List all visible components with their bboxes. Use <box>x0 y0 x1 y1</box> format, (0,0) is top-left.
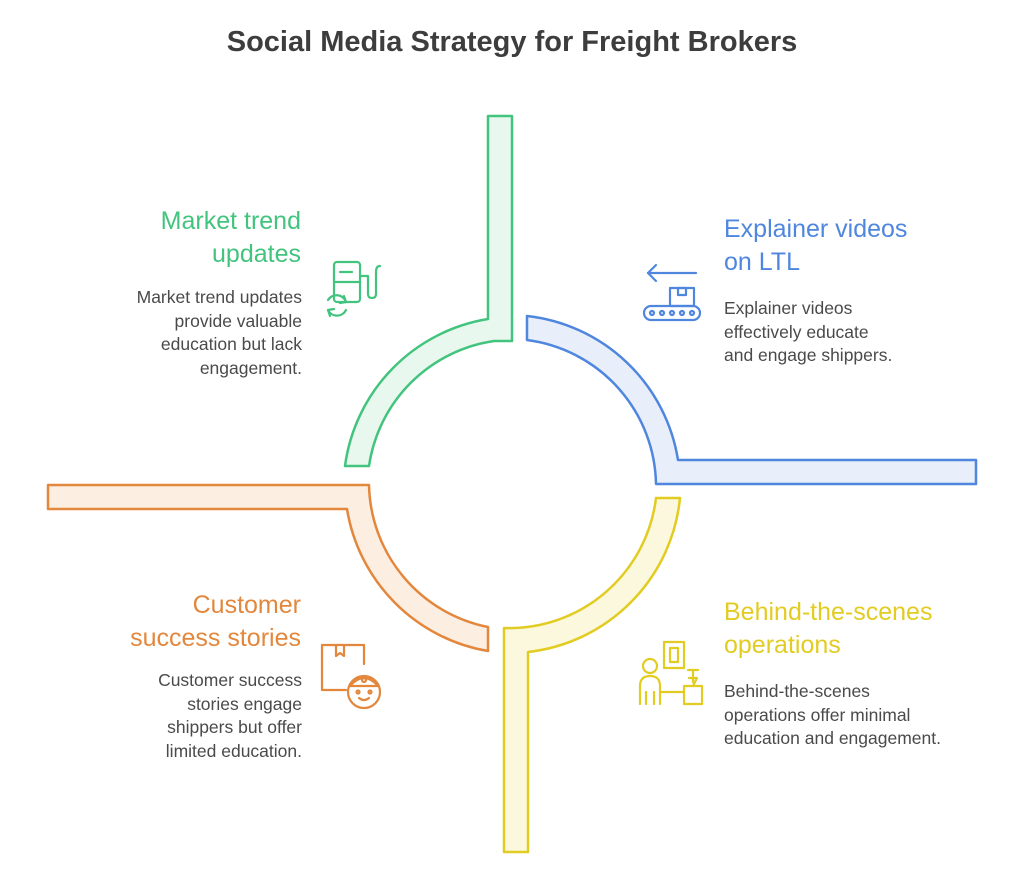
diagram-title: Social Media Strategy for Freight Broker… <box>226 26 798 58</box>
behind-the-scenes-shape <box>502 496 682 854</box>
market-trend-shape <box>343 114 514 468</box>
market-trend-description: Market trend updates provide valuable ed… <box>136 287 302 378</box>
worker-operations-icon <box>638 640 704 706</box>
customer-success-description: Customer success stories engage shippers… <box>158 670 302 761</box>
explainer-videos-shape <box>525 314 978 486</box>
fuel-pump-refresh-icon <box>326 260 382 318</box>
market-trend-heading: Market trend updates <box>160 207 301 268</box>
customer-success-shape <box>46 483 490 653</box>
conveyor-belt-icon <box>642 263 702 322</box>
customer-success-heading: Customer success stories <box>130 591 301 652</box>
delivery-person-icon <box>320 643 382 710</box>
behind-the-scenes-description: Behind-the-scenes operations offer minim… <box>724 681 941 748</box>
explainer-videos-description: Explainer videos effectively educate and… <box>724 298 893 365</box>
behind-the-scenes-heading: Behind-the-scenes operations <box>724 598 933 659</box>
explainer-videos-heading: Explainer videos on LTL <box>724 215 908 276</box>
